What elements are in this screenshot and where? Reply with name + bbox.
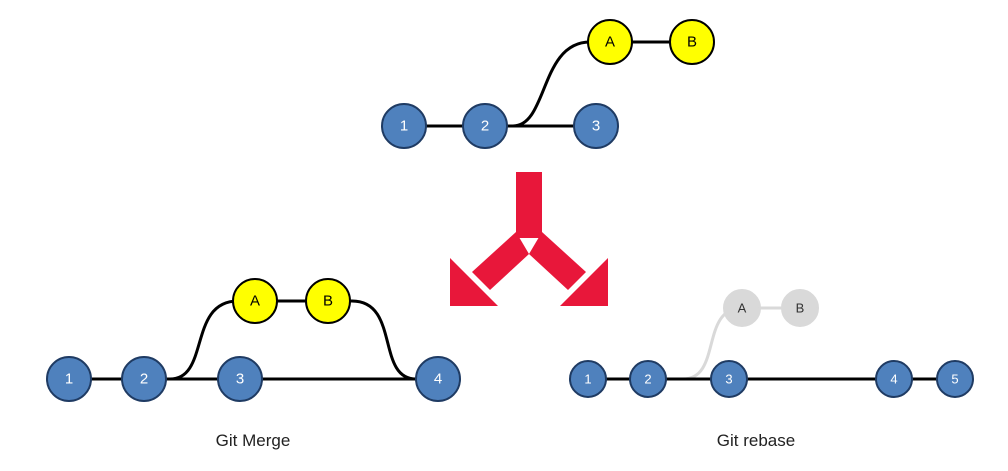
split-arrow-icon [450, 172, 608, 306]
top-node-1: 1 [381, 103, 427, 149]
top-node-a: A [587, 19, 633, 65]
merge-node-b-label: B [323, 293, 333, 310]
merge-node-b: B [305, 278, 351, 324]
merge-node-3: 3 [217, 356, 263, 402]
top-node-3-label: 3 [592, 118, 600, 135]
merge-node-1-label: 1 [65, 371, 73, 388]
merge-node-a-label: A [250, 293, 260, 310]
merge-node-4-label: 4 [434, 371, 442, 388]
top-node-b: B [669, 19, 715, 65]
rebase-node-1: 1 [569, 360, 607, 398]
merge-node-4: 4 [415, 356, 461, 402]
rebase-node-b: B [781, 289, 819, 327]
rebase-node-a-label: A [738, 301, 747, 316]
rebase-node-5: 5 [936, 360, 974, 398]
top-node-1-label: 1 [400, 118, 408, 135]
top-branch-line [512, 40, 692, 128]
top-node-2-label: 2 [481, 118, 489, 135]
top-node-a-label: A [605, 34, 615, 51]
rebase-node-4: 4 [875, 360, 913, 398]
rebase-caption: Git rebase [717, 431, 795, 450]
merge-graph: 1 2 3 4 A B Git Merge [46, 278, 461, 450]
merge-node-2-label: 2 [140, 371, 148, 388]
top-node-3: 3 [573, 103, 619, 149]
merge-node-2: 2 [121, 356, 167, 402]
rebase-node-5-label: 5 [951, 372, 958, 387]
merge-node-1: 1 [46, 356, 92, 402]
merge-branch-line [169, 299, 417, 381]
rebase-node-2-label: 2 [644, 372, 651, 387]
merge-caption: Git Merge [216, 431, 291, 450]
top-node-b-label: B [687, 34, 697, 51]
top-graph: 1 2 3 A B [381, 19, 715, 149]
rebase-node-1-label: 1 [584, 372, 591, 387]
rebase-node-b-label: B [796, 301, 805, 316]
rebase-node-4-label: 4 [890, 372, 897, 387]
merge-node-a: A [232, 278, 278, 324]
merge-node-3-label: 3 [236, 371, 244, 388]
rebase-node-3: 3 [710, 360, 748, 398]
rebase-graph: A B 1 2 3 4 5 Git rebase [569, 289, 974, 450]
rebase-node-2: 2 [629, 360, 667, 398]
top-node-2: 2 [462, 103, 508, 149]
rebase-node-a: A [723, 289, 761, 327]
rebase-node-3-label: 3 [725, 372, 732, 387]
